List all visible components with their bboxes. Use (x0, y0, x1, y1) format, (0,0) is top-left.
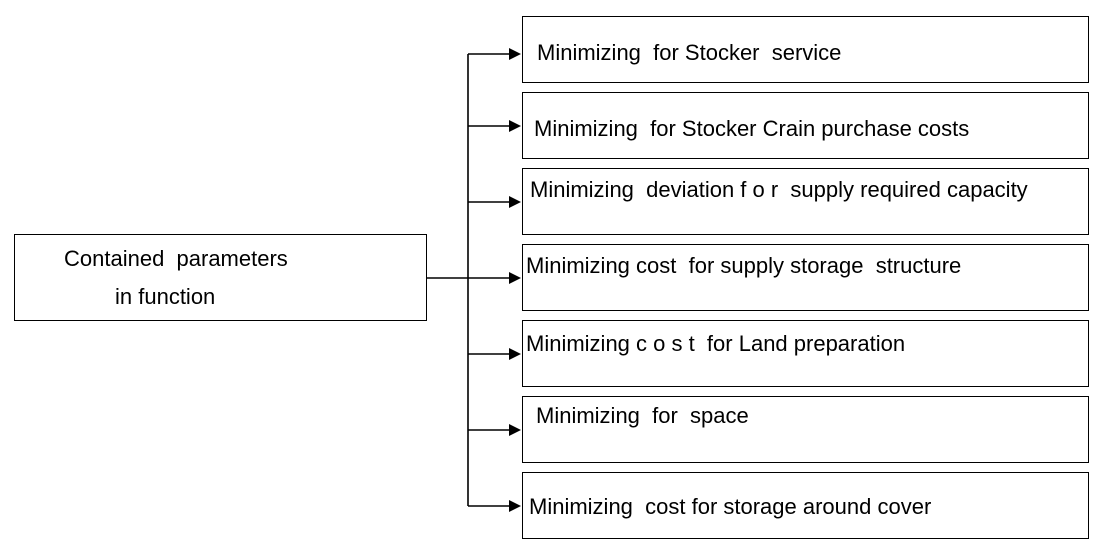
target-label: Minimizing for Stocker service (537, 40, 842, 65)
target-box-stocker-crain-purchase-costs: Minimizing for Stocker Crain purchase co… (522, 92, 1089, 159)
arrow-group (468, 48, 521, 512)
arrowhead-5 (509, 348, 521, 360)
source-box: Contained parameters in function (14, 234, 427, 321)
target-box-storage-around-cover: Minimizing cost for storage around cover (522, 472, 1089, 539)
source-label-line-2: in function (115, 284, 216, 309)
target-label: Minimizing c o s t for Land preparation (526, 331, 906, 356)
arrowhead-7 (509, 500, 521, 512)
arrowhead-3 (509, 196, 521, 208)
target-label: Minimizing deviation f o r supply requir… (530, 177, 1028, 202)
target-label: Minimizing cost for storage around cover (529, 494, 932, 519)
target-box-stocker-service: Minimizing for Stocker service (522, 16, 1089, 83)
target-label: Minimizing cost for supply storage struc… (526, 253, 962, 278)
source-label-line-1: Contained parameters (64, 246, 288, 271)
target-box-supply-storage-structure: Minimizing cost for supply storage struc… (522, 244, 1089, 311)
target-box-deviation-supply-capacity: Minimizing deviation f o r supply requir… (522, 168, 1089, 235)
target-label: Minimizing for Stocker Crain purchase co… (534, 116, 970, 141)
target-label: Minimizing for space (536, 403, 749, 428)
arrowhead-4 (509, 272, 521, 284)
arrowhead-2 (509, 120, 521, 132)
arrowhead-6 (509, 424, 521, 436)
target-box-space: Minimizing for space (522, 396, 1089, 463)
arrowhead-1 (509, 48, 521, 60)
target-box-land-preparation: Minimizing c o s t for Land preparation (522, 320, 1089, 387)
